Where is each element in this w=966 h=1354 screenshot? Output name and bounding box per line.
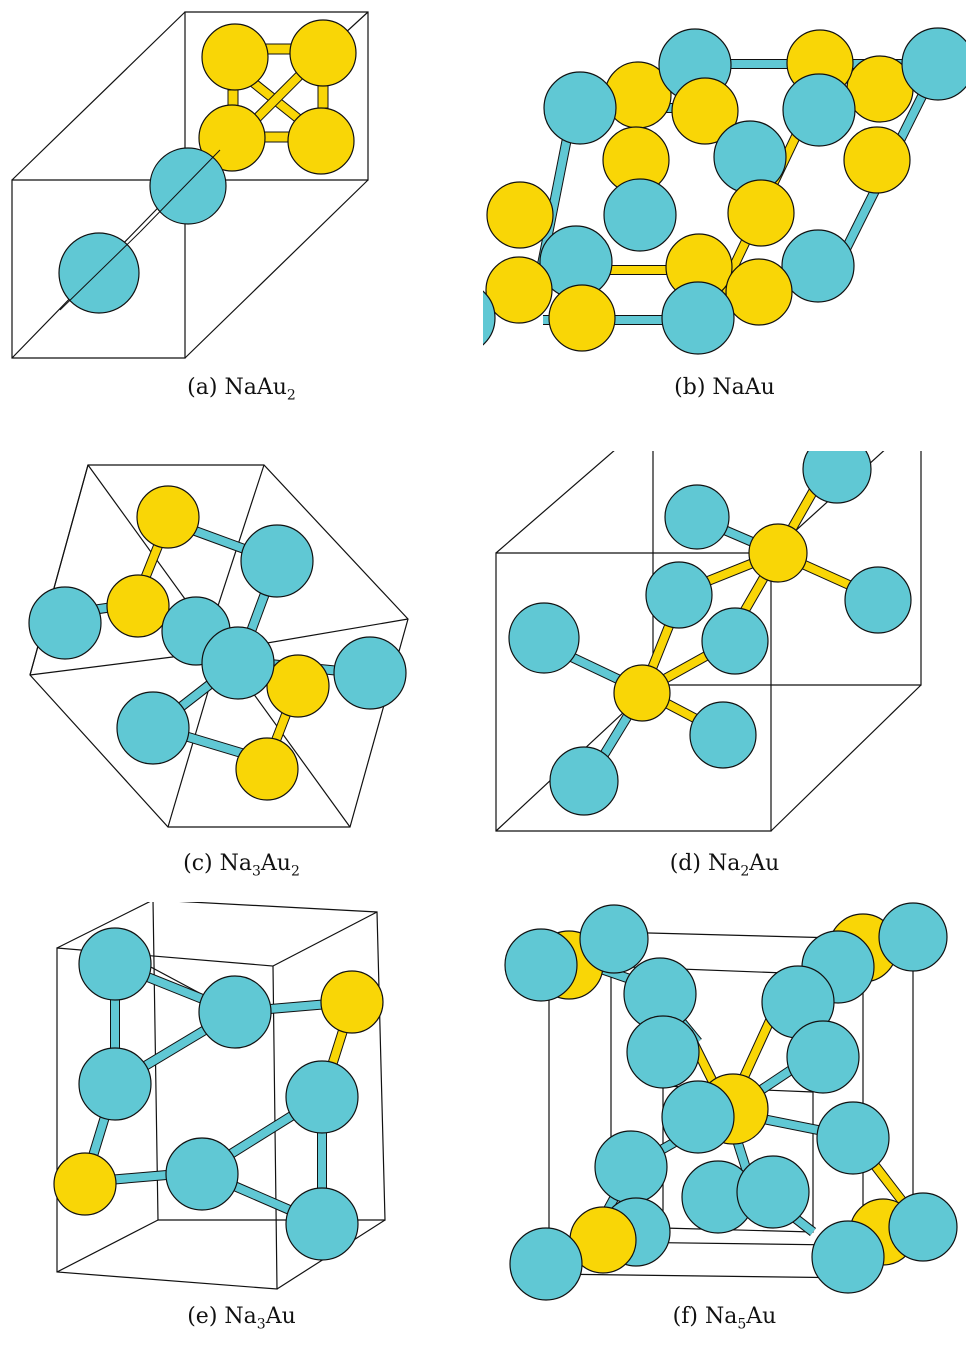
na-atom bbox=[504, 928, 578, 1002]
au-atom bbox=[320, 970, 384, 1034]
na-atom bbox=[878, 902, 948, 972]
na-atom bbox=[78, 1047, 152, 1121]
na-atom bbox=[116, 691, 190, 765]
na-atom bbox=[782, 73, 856, 147]
na-atom bbox=[626, 1015, 700, 1089]
na-atom bbox=[579, 904, 649, 974]
au-atom bbox=[201, 23, 269, 91]
au-atom bbox=[106, 574, 170, 638]
na-atom bbox=[786, 1020, 860, 1094]
na-atom bbox=[888, 1192, 958, 1262]
panel-e: (e) Na3Au bbox=[0, 902, 483, 1353]
na-atom bbox=[661, 1080, 735, 1154]
au-atom bbox=[235, 737, 299, 801]
bonds bbox=[227, 43, 329, 143]
na-atom bbox=[594, 1130, 668, 1204]
na-atom bbox=[603, 178, 677, 252]
na-atom bbox=[736, 1155, 810, 1229]
au-atom bbox=[843, 126, 911, 194]
structure-na3au2 bbox=[28, 464, 409, 828]
au-atom bbox=[266, 654, 330, 718]
na-atom bbox=[78, 927, 152, 1001]
au-atom bbox=[289, 19, 357, 87]
na-atom bbox=[28, 586, 102, 660]
structure-na3au bbox=[53, 902, 386, 1290]
caption-b: (b) NaAu bbox=[674, 375, 775, 400]
au-atom bbox=[748, 523, 808, 583]
na-atom bbox=[816, 1101, 890, 1175]
na-atom bbox=[701, 607, 769, 675]
na-atom bbox=[285, 1060, 359, 1134]
au-atom bbox=[485, 256, 553, 324]
panel-d: (d) Na2Au bbox=[483, 451, 966, 902]
na-atom bbox=[802, 451, 872, 504]
panel-a: (a) NaAu2 bbox=[0, 0, 483, 451]
structure-naau2 bbox=[11, 11, 369, 359]
au-atom bbox=[287, 107, 355, 175]
na-atom bbox=[165, 1137, 239, 1211]
na-atom bbox=[198, 975, 272, 1049]
na-atom bbox=[811, 1220, 885, 1294]
au-atom bbox=[548, 284, 616, 352]
caption-c: (c) Na3Au2 bbox=[183, 851, 300, 880]
au-atom bbox=[613, 664, 671, 722]
structure-na2au bbox=[495, 451, 922, 832]
au-atom bbox=[486, 181, 554, 249]
caption-e: (e) Na3Au bbox=[187, 1304, 296, 1333]
na-atom bbox=[543, 71, 617, 145]
caption-d: (d) Na2Au bbox=[669, 851, 780, 880]
caption-f: (f) Na5Au bbox=[672, 1304, 777, 1333]
na-atom bbox=[781, 229, 855, 303]
au-atom bbox=[725, 258, 793, 326]
au-atom bbox=[727, 179, 795, 247]
panel-c: (c) Na3Au2 bbox=[0, 451, 483, 902]
caption-a: (a) NaAu2 bbox=[187, 375, 296, 404]
na-atom bbox=[689, 701, 757, 769]
na-atom bbox=[901, 27, 966, 101]
au-atom bbox=[53, 1152, 117, 1216]
na-atom bbox=[240, 524, 314, 598]
panel-b: (b) NaAu bbox=[483, 0, 966, 451]
au-atom bbox=[671, 77, 739, 145]
structure-na5au bbox=[504, 902, 958, 1301]
na-atom bbox=[285, 1187, 359, 1261]
na-atom bbox=[661, 281, 735, 355]
structure-naau bbox=[483, 27, 966, 355]
na-atom bbox=[201, 626, 275, 700]
na-atom bbox=[149, 147, 227, 225]
na-atom bbox=[508, 602, 580, 674]
na-atom bbox=[509, 1227, 583, 1301]
na-atom bbox=[483, 290, 496, 346]
panel-f: (f) Na5Au bbox=[483, 902, 966, 1353]
na-atom bbox=[549, 746, 619, 816]
na-atom bbox=[664, 484, 730, 550]
na-atom bbox=[333, 636, 407, 710]
na-atom bbox=[645, 561, 713, 629]
au-atom bbox=[136, 485, 200, 549]
na-atom bbox=[844, 566, 912, 634]
